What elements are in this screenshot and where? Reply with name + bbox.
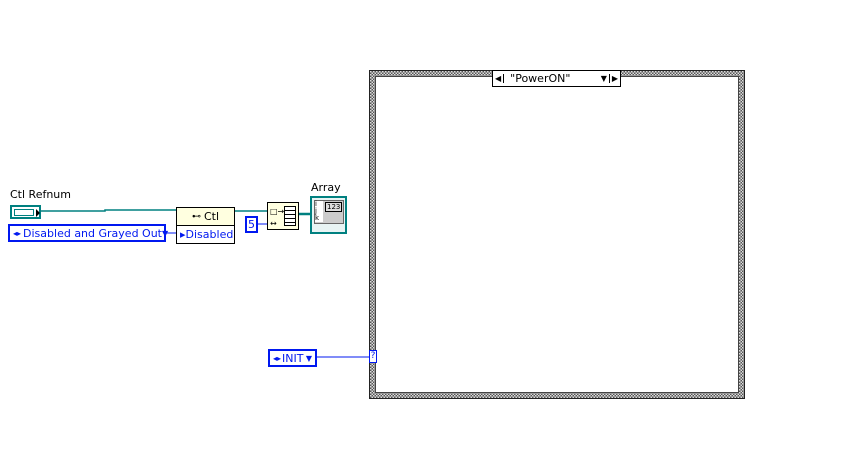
property-node[interactable]: ⊷ Ctl ▸Disabled [176,207,235,244]
increment-icon: ◂▸ [13,228,22,238]
case-selector-label[interactable]: ◀ "PowerON" ▼ ▶ [492,70,621,87]
property-disabled[interactable]: ▸Disabled [180,228,234,241]
case-structure-diagram [375,76,739,393]
numeric-constant[interactable]: 5 [245,216,258,233]
array-grid-icon [284,206,296,226]
ctl-refnum-label: Ctl Refnum [10,188,71,201]
dropdown-icon: ▼ [162,228,169,238]
ctl-refnum-terminal[interactable] [10,205,41,219]
array-label: Array [311,181,341,194]
enum-value: INIT [282,351,304,365]
property-node-header: ⊷ Ctl [177,208,234,226]
class-name: Ctl [203,210,220,223]
case-name: "PowerON" [510,72,571,85]
initialize-array-node[interactable]: □→ ↔ [267,202,299,230]
dropdown-icon: ▼ [305,353,312,363]
init-enum-constant[interactable]: ◂▸ INIT ▼ [268,349,317,367]
refnum-wire [40,209,176,212]
numeric-type-icon: 123 [325,202,343,212]
enum-constant[interactable]: ◂▸ Disabled and Grayed Out ▼ [8,224,169,242]
decrement-arrow-icon[interactable]: ◀ [493,74,505,83]
dropdown-icon[interactable]: ▼ [600,74,607,83]
case-selector-terminal[interactable]: ? [369,350,377,363]
enum-value: Disabled and Grayed Out [23,226,162,240]
size-icon: ↔ [270,219,277,228]
output-arrow-icon [36,209,40,217]
increment-icon: ◂▸ [273,353,282,363]
increment-arrow-icon[interactable]: ▶ [608,74,620,83]
key-icon: ⊷ [191,211,201,222]
element-icon: □→ [270,207,285,216]
refnum-icon [14,209,34,216]
